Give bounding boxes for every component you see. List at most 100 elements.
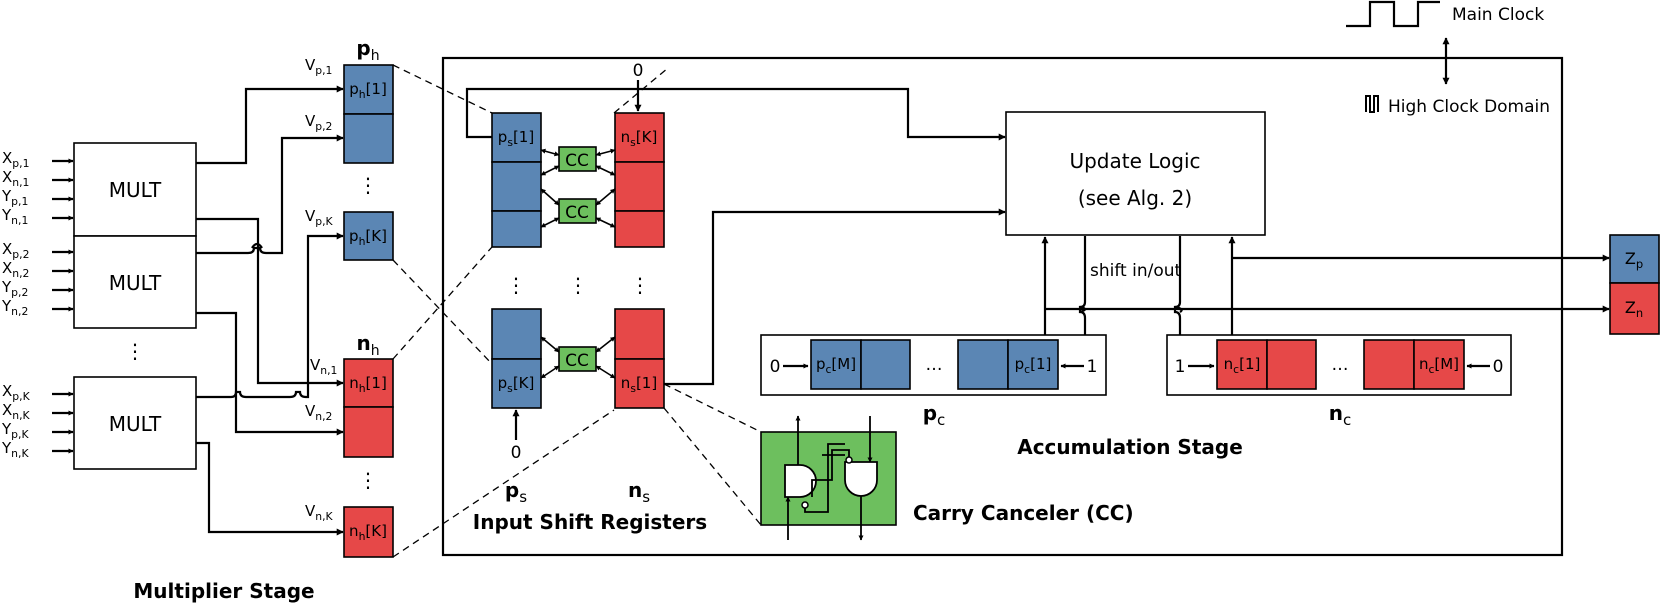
cc-arrows [540,148,616,379]
and-gate-2 [844,461,878,497]
multiplier-stage-label: Multiplier Stage [133,579,314,603]
nc-1-label: nc[1] [1224,355,1261,376]
ph-2-register [343,113,394,164]
mult-input-inputs_2-3: Yn,2 [1,297,28,318]
nh-1-label: nh[1] [349,374,387,395]
mult-input-arrows [52,158,74,454]
ps-3-register [491,210,542,248]
zp-label: Zp [1625,249,1643,271]
input-shift-registers: ⋮ ⋮ ⋮ CC CC CC 0 0 ps ns [473,61,707,534]
carry-canceler-label: Carry Canceler (CC) [913,501,1134,525]
update-logic-subtitle: (see Alg. 2) [1078,186,1192,210]
cc-label-2: CC [565,203,589,223]
mult-label-k: MULT [109,412,162,436]
nc-left-input: 1 [1175,357,1186,377]
accumulation-stage: … 0 1 pc … 1 0 nc Accumulation Stage [760,334,1512,459]
ps-2-register [491,161,542,212]
nh-k-label: nh[K] [349,522,387,543]
ps-k-label: ps[K] [498,374,535,395]
nc-m-register [1413,339,1465,390]
pc-right-input: 1 [1087,357,1098,377]
ph-title: ph [356,36,379,64]
holding-registers: ⋮ ⋮ [343,64,394,558]
pc-1-register [1007,339,1059,390]
mult-input-inputs_1-3: Yn,1 [1,206,28,227]
vp1-label: Vp,1 [305,56,332,77]
zn-output [1609,282,1660,335]
ns-1-label: ns[1] [621,374,657,395]
nc-m-1-register [1363,339,1415,390]
ps-title: ps [505,478,527,506]
input-shift-registers-label: Input Shift Registers [473,510,707,534]
nh-title: nh [356,331,379,359]
multiplier-stage: MULT MULT MULT ⋮ Xp,1Xn,1Yp,1Yn,1Xp,2Xn,… [1,142,315,603]
ns-k-label: ns[K] [621,128,658,149]
mult-input-inputs_1-0: Xp,1 [2,149,29,170]
main-clock: Main Clock [1346,0,1544,85]
mult-label-2: MULT [109,271,162,295]
holding-register-labels: ph[1] ph[K] nh[1] nh[K] Vp,1Vp,2Vp,K Vn,1Vn,2… [305,36,387,543]
high-clock-domain-label: High Clock Domain [1388,97,1550,117]
vpk-label: Vp,K [305,207,334,228]
accumulation-register-labels: pc[M]pc[1]nc[1]nc[M] [816,355,1459,376]
pc-left-input: 0 [770,357,781,377]
ph-ellipsis: ⋮ [358,173,378,197]
mult-input-inputs_2-0: Xp,2 [2,240,29,261]
cc-block-1 [558,146,597,172]
vp2-label: Vp,2 [305,112,332,133]
mult-output-wires [196,85,344,536]
mult-ellipsis: ⋮ [125,339,145,363]
ns-1-register [614,358,665,409]
update-logic-block: Update Logic (see Alg. 2) shift in/out [1005,111,1266,281]
ph-k-register [343,211,394,261]
nc-1-register [1216,339,1268,390]
ps-1-register [491,112,542,163]
pc-title: pc [923,401,946,429]
mult-input-inputs_k-2: Yp,K [1,420,29,441]
mult-input-inputs_k-0: Xp,K [2,382,31,403]
main-clock-label: Main Clock [1452,5,1544,25]
mult-input-inputs_k-3: Yn,K [1,439,29,460]
ns-zero-input: 0 [633,61,644,81]
vn1-label: Vn,1 [310,356,337,377]
ph-k-label: ph[K] [349,227,387,248]
pc-dots: … [926,355,943,375]
ps-ellipsis: ⋮ [506,273,526,297]
nc-title: nc [1329,401,1352,429]
zn-label: Zn [1625,298,1643,320]
ns-ellipsis: ⋮ [630,273,650,297]
nc-2-register [1266,339,1317,390]
mult-block-2 [73,235,197,329]
nh-ellipsis: ⋮ [358,468,378,492]
vn2-label: Vn,2 [305,402,332,423]
update-logic-box [1005,111,1266,236]
shift-in-out-label: shift in/out [1090,261,1182,281]
mult-input-inputs_2-2: Yp,2 [1,278,28,299]
mult-input-labels: Xp,1Xn,1Yp,1Yn,1Xp,2Xn,2Yp,2Yn,2Xp,KXn,K… [1,149,31,460]
vnk-label: Vn,K [305,502,334,523]
cc-label-k: CC [565,351,589,371]
cc-ellipsis: ⋮ [568,273,588,297]
outputs [1609,234,1660,335]
nh-k-register [343,506,394,558]
mult-input-inputs_1-2: Yp,1 [1,187,28,208]
ns-km1-register [614,161,665,212]
ns-title: ns [628,478,650,506]
nc-right-input: 0 [1493,357,1504,377]
ps-k-register [491,358,542,409]
mult-block-k [73,376,197,470]
mult-label-1: MULT [109,178,162,202]
zoom-lines-holding [392,64,669,558]
carry-canceler-detail: Carry Canceler (CC) [663,383,1134,541]
ps-zero-input: 0 [511,443,522,463]
pc-m-1-register [860,339,911,390]
cc-block-k [558,346,597,372]
zp-output [1609,234,1660,284]
high-clock-icon [1365,95,1379,113]
ns-2-register [614,308,665,360]
pc-1-label: pc[1] [1015,355,1052,376]
ph-1-label: ph[1] [349,80,387,101]
pc-2-register [957,339,1009,390]
